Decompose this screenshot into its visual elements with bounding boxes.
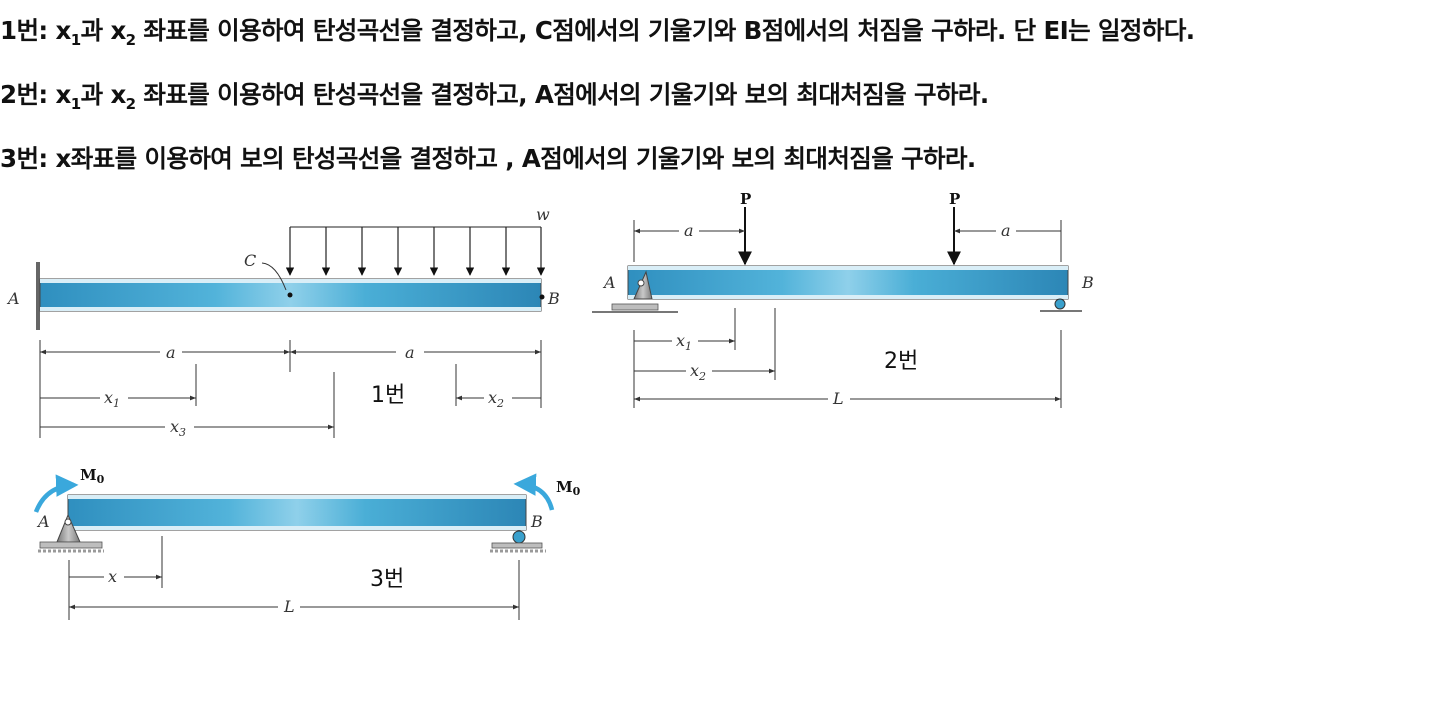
label-c: C <box>244 251 256 270</box>
pin-base-a-3 <box>39 541 103 549</box>
dim-x1: x1 <box>104 388 120 410</box>
caption-3: 3번 <box>370 567 404 592</box>
point-c <box>287 292 293 298</box>
beam-2 <box>627 265 1069 300</box>
fixed-wall <box>36 262 40 330</box>
dim-x1-2: x1 <box>676 331 692 353</box>
beam-3-top-flange <box>68 495 526 499</box>
label-a: A <box>6 289 20 308</box>
label-b-3: B <box>530 512 543 531</box>
pin-base-a <box>611 303 659 311</box>
question-2: 2번: x1과 x2 좌표를 이용하여 탄성곡선을 결정하고, A점에서의 기울… <box>0 80 989 113</box>
label-w: w <box>536 205 550 224</box>
dim-a2: a <box>405 343 415 362</box>
beam-2-top-flange <box>628 266 1068 270</box>
moment-right-arrow <box>513 473 555 511</box>
beam-1-bottom-flange <box>40 307 541 311</box>
label-a-2: A <box>602 273 616 292</box>
dim-x-3: x <box>108 567 117 586</box>
distributed-load-w <box>285 227 546 276</box>
pointer-c <box>261 262 287 291</box>
caption-2: 2번 <box>884 349 918 374</box>
roller-base-b-3 <box>491 542 543 549</box>
dim-a-2-left: a <box>684 221 694 240</box>
pin-a-3 <box>64 518 72 526</box>
roller-b <box>1054 298 1066 310</box>
moment-left-arrow <box>33 474 79 513</box>
beam-3-bottom-flange <box>68 526 526 530</box>
beam-2-bottom-flange <box>628 295 1068 299</box>
dim-x2-2: x2 <box>690 361 706 383</box>
point-b <box>539 294 545 300</box>
label-b-2: B <box>1081 273 1094 292</box>
label-b: B <box>547 289 560 308</box>
figure-3-end-moments: A B M0 M0 x L 3번 <box>33 466 581 620</box>
figure-2-simply-supported: A B P P a a x1 x2 L 2번 <box>592 190 1094 408</box>
dim-x3: x3 <box>170 417 186 439</box>
roller-b-3 <box>512 530 526 544</box>
dim-a1: a <box>166 343 176 362</box>
question-3: 3번: x좌표를 이용하여 보의 탄성곡선을 결정하고 , A점에서의 기울기와… <box>0 144 976 173</box>
label-p2: P <box>949 190 960 208</box>
caption-1: 1번 <box>371 383 405 408</box>
label-p1: P <box>740 190 751 208</box>
label-m0-right: M0 <box>556 478 581 498</box>
beam-3 <box>67 494 527 531</box>
figure-1-cantilever: w C A B a a x1 x3 x2 <box>6 205 560 439</box>
label-a-3: A <box>36 512 50 531</box>
dim-a-2-right: a <box>1001 221 1011 240</box>
beam-1-top-flange <box>40 279 541 283</box>
dim-l-2: L <box>832 389 844 408</box>
pin-a <box>637 279 645 287</box>
question-1: 1번: x1과 x2 좌표를 이용하여 탄성곡선을 결정하고, C점에서의 기울… <box>0 16 1195 49</box>
dim-x2: x2 <box>488 388 504 410</box>
dims-3 <box>68 536 520 620</box>
dim-l-3: L <box>283 597 295 616</box>
dims-1 <box>39 340 542 438</box>
dims-2 <box>633 220 1062 408</box>
label-m0-left: M0 <box>80 466 105 486</box>
